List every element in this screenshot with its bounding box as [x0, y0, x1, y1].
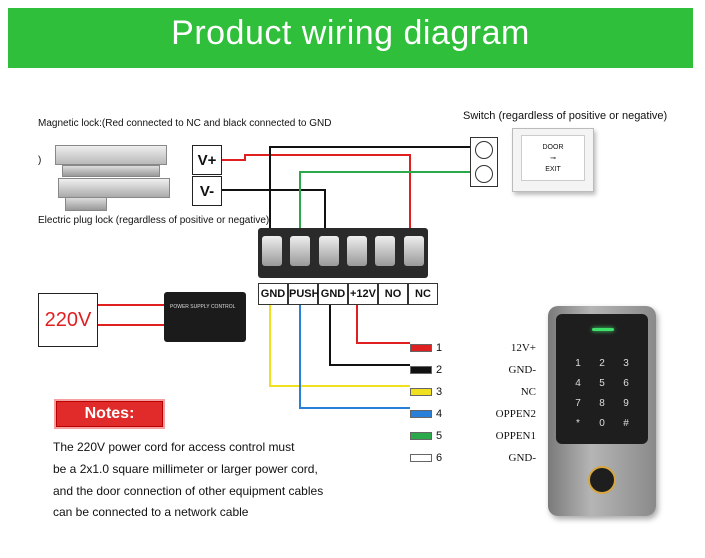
legend-swatch [410, 366, 432, 374]
legend-text: GND- [508, 452, 537, 464]
vminus-box: V- [192, 176, 222, 206]
legend-text: GND- [508, 364, 537, 376]
switch-label: Switch (regardless of positive or negati… [463, 110, 668, 122]
note-line: and the door connection of other equipme… [53, 484, 324, 498]
terminal-label: NO [378, 283, 408, 305]
keypad-grid: 1 2 3 4 5 6 7 8 9 * 0 # [566, 358, 638, 429]
terminal-label: GND [258, 283, 288, 305]
legend-num: 2 [436, 364, 443, 376]
terminal-labels: GND PUSH GND +12V NO NC [258, 283, 438, 305]
legend-num: 6 [436, 452, 443, 464]
title-banner: Product wiring diagram [8, 8, 693, 68]
legend-text: 12V+ [510, 342, 536, 354]
electric-lock-label: Electric plug lock (regardless of positi… [38, 215, 270, 226]
wire-vplus [222, 154, 411, 230]
legend-num: 4 [436, 408, 443, 420]
screw-icon [318, 236, 339, 266]
legend-num: 1 [436, 342, 443, 354]
terminal-label: NC [408, 283, 438, 305]
exit-switch-image: DOOR ⊸ EXIT [512, 128, 594, 192]
note-line: can be connected to a network cable [53, 505, 249, 519]
legend-swatch [410, 344, 432, 352]
keypad-key[interactable]: 5 [599, 378, 605, 389]
wire-vminus [222, 189, 326, 230]
terminal-block [258, 228, 428, 278]
vplus-box: V+ [192, 145, 222, 175]
power-supply-label: POWER SUPPLY CONTROL [170, 304, 236, 310]
wire-gnd1 [269, 303, 410, 387]
note-line: be a 2x1.0 square millimeter or larger p… [53, 462, 318, 476]
legend-text: NC [520, 386, 536, 398]
status-led-icon [592, 328, 614, 331]
power-supply-image: POWER SUPPLY CONTROL [164, 292, 246, 342]
wire-switch-bottom [299, 171, 478, 230]
legend-row: 3 NC [410, 381, 536, 403]
screw-icon [262, 236, 283, 266]
keypad-key[interactable]: # [623, 418, 629, 429]
legend-swatch [410, 388, 432, 396]
legend-swatch [410, 454, 432, 462]
power-220v-box: 220V [38, 293, 98, 347]
keypad-panel: 1 2 3 4 5 6 7 8 9 * 0 # [556, 314, 648, 444]
legend-text: OPPEN1 [495, 430, 536, 442]
wire-push [299, 303, 410, 409]
screw-icon [475, 141, 493, 159]
wire-12v [356, 303, 410, 344]
screw-icon [347, 236, 368, 266]
key-icon: ⊸ [550, 155, 556, 162]
electric-lock-image [58, 178, 170, 198]
keypad-key[interactable]: 3 [623, 358, 629, 369]
screw-icon [375, 236, 396, 266]
legend-row: 1 12V+ [410, 337, 536, 359]
keypad-key[interactable]: 2 [599, 358, 605, 369]
wire-switch-top [269, 146, 478, 230]
legend-num: 3 [436, 386, 443, 398]
magnetic-lock-label-cont: ) [38, 155, 42, 166]
legend-swatch [410, 410, 432, 418]
keypad-key[interactable]: 9 [623, 398, 629, 409]
keypad-key[interactable]: 4 [575, 378, 581, 389]
legend-text: OPPEN2 [495, 408, 536, 420]
switch-terminal-block [470, 137, 498, 187]
exit-switch-face: DOOR ⊸ EXIT [521, 135, 585, 181]
legend-num: 5 [436, 430, 443, 442]
legend-row: 6 GND- [410, 447, 536, 469]
screw-icon [403, 236, 424, 266]
terminal-label: GND [318, 283, 348, 305]
keypad-key[interactable]: 8 [599, 398, 605, 409]
magnetic-lock-plate [62, 165, 160, 177]
fingerprint-sensor-icon [588, 466, 616, 494]
keypad-key[interactable]: * [576, 418, 580, 429]
electric-lock-bracket [65, 197, 107, 211]
terminal-label: +12V [348, 283, 378, 305]
keypad-key[interactable]: 6 [623, 378, 629, 389]
wire-gnd2 [329, 303, 410, 366]
magnetic-lock-image [55, 145, 167, 165]
wire-legend: 1 12V+ 2 GND- 3 NC 4 OPPEN2 5 OPPEN1 6 G… [410, 337, 536, 469]
screw-icon [290, 236, 311, 266]
switch-plate-line1: DOOR [542, 144, 564, 151]
legend-row: 2 GND- [410, 359, 536, 381]
magnetic-lock-label: Magnetic lock:(Red connected to NC and b… [38, 118, 332, 129]
keypad-key[interactable]: 0 [599, 418, 605, 429]
keypad-key[interactable]: 7 [575, 398, 581, 409]
switch-plate-line2: EXIT [545, 166, 561, 173]
note-line: The 220V power cord for access control m… [53, 440, 295, 454]
keypad-key[interactable]: 1 [575, 358, 581, 369]
screw-icon [475, 165, 493, 183]
legend-swatch [410, 432, 432, 440]
page-title: Product wiring diagram [171, 14, 530, 52]
terminal-label: PUSH [288, 283, 320, 305]
legend-row: 5 OPPEN1 [410, 425, 536, 447]
notes-badge: Notes: [56, 401, 163, 427]
keypad-device-image: 1 2 3 4 5 6 7 8 9 * 0 # [548, 306, 656, 516]
legend-row: 4 OPPEN2 [410, 403, 536, 425]
